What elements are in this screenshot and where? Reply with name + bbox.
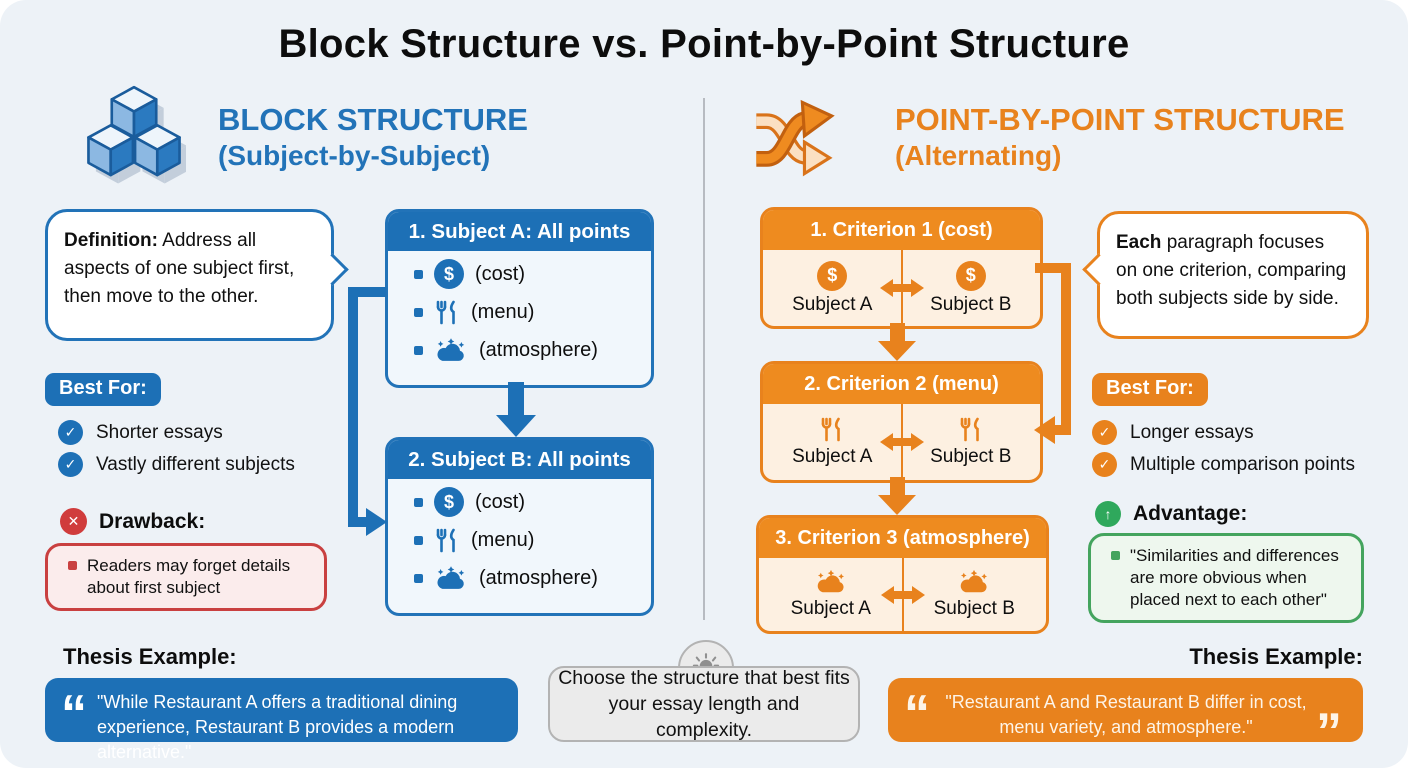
- point-row-menu: (menu): [388, 297, 651, 327]
- criterion-3-header: 3. Criterion 3 (atmosphere): [759, 518, 1046, 558]
- subject-a-header: 1. Subject A: All points: [388, 212, 651, 251]
- right-definition-text: Each paragraph focuses on one criterion,…: [1116, 232, 1347, 310]
- dollar-icon: $: [817, 260, 848, 291]
- cloud-stars-icon: [437, 565, 465, 589]
- criterion-2-subject-b: Subject B: [902, 404, 1041, 480]
- right-subheading: (Alternating): [895, 139, 1062, 171]
- right-best-for-badge: Best For:: [1092, 373, 1208, 406]
- left-elbow-connector: [348, 287, 387, 536]
- drawback-heading: ✕ Drawback:: [60, 508, 205, 535]
- criterion-1-box: 1. Criterion 1 (cost) $ Subject A $ Subj…: [760, 207, 1043, 329]
- criterion-1-header: 1. Criterion 1 (cost): [763, 210, 1040, 250]
- double-arrow-icon: [879, 279, 924, 297]
- right-best-for-item-1: ✓ Longer essays: [1092, 420, 1254, 445]
- utensils-icon: [436, 300, 455, 324]
- utensils-icon: [960, 417, 979, 442]
- right-section-heading: POINT-BY-POINT STRUCTURE (Alternating): [895, 102, 1345, 172]
- quote-open-icon: “: [61, 685, 87, 743]
- check-icon: ✓: [58, 420, 83, 445]
- bullet-square: [1111, 551, 1120, 560]
- drawback-note: Readers may forget details about first s…: [45, 543, 327, 612]
- bullet-square: [68, 561, 77, 570]
- check-icon: ✓: [1092, 452, 1117, 477]
- criterion-2-box: 2. Criterion 2 (menu) Subject A: [760, 361, 1043, 483]
- point-row-atmosphere: (atmosphere): [388, 563, 651, 593]
- point-row-menu: (menu): [388, 525, 651, 555]
- right-elbow-connector: [1034, 263, 1071, 444]
- left-subheading: (Subject-by-Subject): [218, 139, 491, 171]
- left-best-for-badge: Best For:: [45, 373, 161, 406]
- check-icon: ✓: [1092, 420, 1117, 445]
- up-arrow-icon: ↑: [1095, 501, 1121, 527]
- left-definition-bubble: Definition: Address all aspects of one s…: [45, 209, 349, 341]
- double-arrow-icon: [880, 585, 925, 604]
- quote-close-icon: ”: [1316, 703, 1342, 761]
- dollar-icon: $: [955, 260, 986, 291]
- point-row-cost: $ (cost): [388, 259, 651, 289]
- utensils-icon: [436, 528, 455, 552]
- check-icon: ✓: [58, 452, 83, 477]
- criterion-1-subject-b: $ Subject B: [902, 250, 1041, 326]
- dollar-icon: $: [434, 487, 464, 517]
- left-section-heading: BLOCK STRUCTURE (Subject-by-Subject): [218, 102, 528, 172]
- tip-text: Choose the structure that best fits your…: [558, 666, 850, 742]
- bullet-square: [414, 573, 423, 583]
- cross-icon: ✕: [60, 508, 87, 535]
- criterion-3-box: 3. Criterion 3 (atmosphere) Subject A: [756, 515, 1049, 634]
- definition-label: Definition:: [64, 230, 158, 251]
- bullet-square: [414, 497, 423, 507]
- point-row-atmosphere: (atmosphere): [388, 335, 651, 365]
- criterion-1-subject-a: $ Subject A: [763, 250, 902, 326]
- cloud-stars-icon: [960, 569, 988, 593]
- bullet-square: [414, 269, 423, 279]
- right-heading: POINT-BY-POINT STRUCTURE: [895, 102, 1345, 137]
- cubes-icon: [87, 85, 186, 184]
- left-best-for-item-2: ✓ Vastly different subjects: [58, 452, 295, 477]
- bullet-square: [414, 307, 423, 317]
- left-thesis-label: Thesis Example:: [63, 644, 237, 669]
- shuffle-arrows-icon: [756, 99, 835, 177]
- left-definition-text: Definition: Address all aspects of one s…: [64, 230, 295, 308]
- dollar-icon: $: [434, 259, 464, 289]
- cloud-stars-icon: [437, 337, 465, 361]
- subject-b-header: 2. Subject B: All points: [388, 440, 651, 479]
- subject-b-box: 2. Subject B: All points $ (cost) (menu): [385, 437, 654, 616]
- utensils-icon: [821, 417, 841, 442]
- right-thesis-label: Thesis Example:: [1189, 644, 1363, 669]
- section-divider: [703, 98, 705, 620]
- criterion-2-subject-a: Subject A: [763, 404, 902, 480]
- advantage-heading: ↑ Advantage:: [1095, 501, 1247, 527]
- criterion-2-header: 2. Criterion 2 (menu): [763, 364, 1040, 404]
- quote-open-icon: “: [904, 685, 930, 743]
- right-best-for-item-2: ✓ Multiple comparison points: [1092, 452, 1355, 477]
- cloud-stars-icon: [817, 569, 844, 593]
- double-arrow-icon: [879, 433, 924, 451]
- each-label: Each: [1116, 232, 1162, 253]
- right-thesis-quote: "Restaurant A and Restaurant B differ in…: [945, 692, 1307, 738]
- right-thesis-box: “ "Restaurant A and Restaurant B differ …: [888, 678, 1363, 761]
- subject-a-box: 1. Subject A: All points $ (cost) (menu): [385, 209, 654, 388]
- point-row-cost: $ (cost): [388, 487, 651, 517]
- left-heading: BLOCK STRUCTURE: [218, 102, 528, 137]
- advantage-note: "Similarities and differences are more o…: [1088, 533, 1364, 624]
- left-thesis-quote: "While Restaurant A offers a traditional…: [97, 692, 458, 763]
- left-thesis-box: “ "While Restaurant A offers a tradition…: [45, 678, 518, 763]
- bullet-square: [414, 345, 423, 355]
- criterion-3-subject-b: Subject B: [903, 558, 1047, 631]
- left-best-for-item-1: ✓ Shorter essays: [58, 420, 223, 445]
- criterion-3-subject-a: Subject A: [759, 558, 903, 631]
- tip-box: Choose the structure that best fits your…: [548, 666, 860, 742]
- page-title: Block Structure vs. Point-by-Point Struc…: [278, 22, 1130, 66]
- right-definition-bubble: Each paragraph focuses on one criterion,…: [1082, 211, 1369, 339]
- bullet-square: [414, 535, 423, 545]
